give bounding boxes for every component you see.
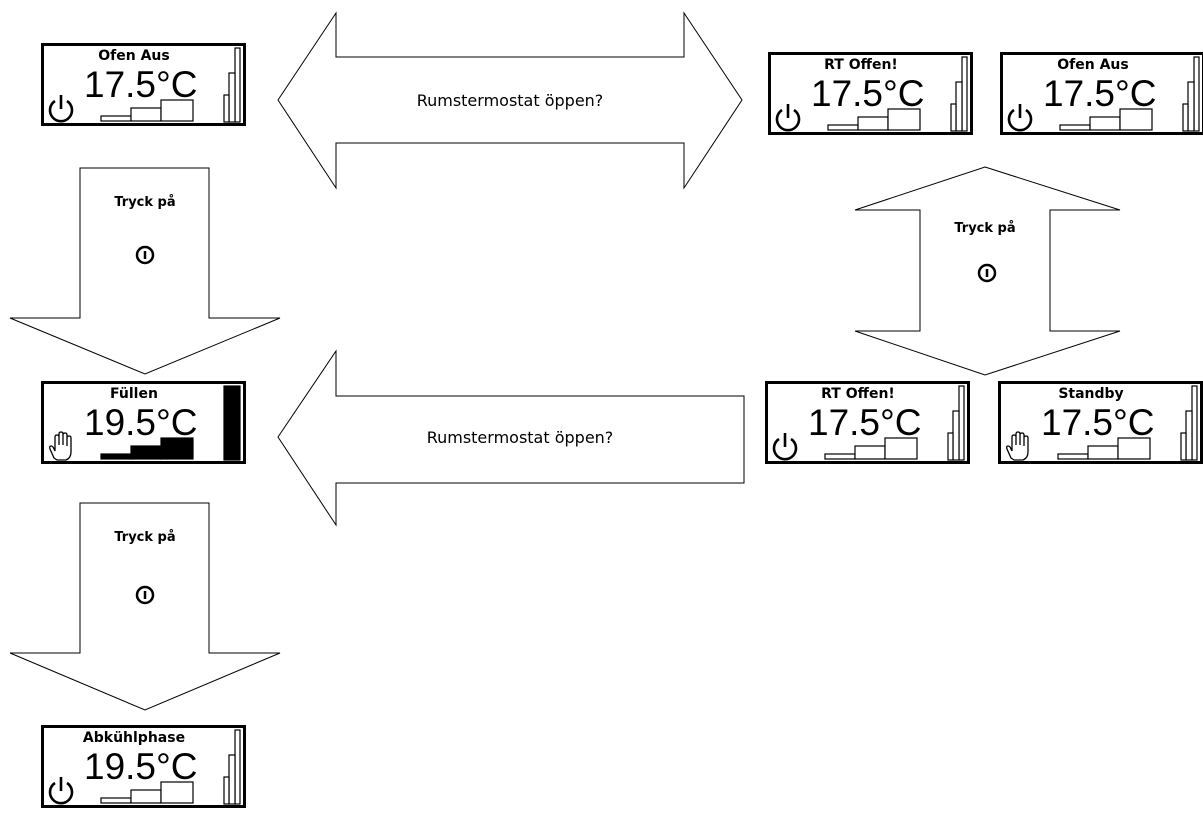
screen-title: Ofen Aus <box>1057 57 1129 73</box>
fill-level-gauge <box>223 47 241 123</box>
power-icon <box>1004 101 1036 132</box>
hand-icon <box>1002 430 1034 461</box>
power-level-bars <box>100 94 220 122</box>
power-level-bars <box>1059 103 1179 131</box>
screen-title: Abkühlphase <box>82 730 186 746</box>
down-arrow-2-label: Tryck på <box>114 530 175 545</box>
temperature-readout: 17.5°C <box>84 64 198 105</box>
down-arrow-1-label: Tryck på <box>114 195 175 210</box>
power-level-bars <box>824 432 944 460</box>
power-icon <box>772 101 804 132</box>
down-arrow-2 <box>9 502 281 711</box>
display-rt-offen: RT Offen!17.5°C <box>765 381 970 464</box>
power-level-bars <box>827 103 947 131</box>
temperature-readout: 17.5°C <box>1041 402 1155 443</box>
fill-level-gauge <box>223 385 241 461</box>
fill-level-gauge <box>223 729 241 805</box>
screen-title: RT Offen! <box>824 57 898 73</box>
screen-title: RT Offen! <box>821 386 895 402</box>
middle-left-arrow <box>277 349 745 527</box>
right-arrow-label: Tryck på <box>954 221 1015 236</box>
power-level-bars <box>1057 432 1177 460</box>
top-double-arrow <box>277 11 743 190</box>
power-icon <box>45 92 77 123</box>
screen-title: Füllen <box>110 386 158 402</box>
power-button-icon <box>135 245 155 265</box>
fill-level-gauge <box>950 56 968 132</box>
temperature-readout: 17.5°C <box>811 73 925 114</box>
hand-icon <box>45 430 77 461</box>
power-button-icon <box>135 585 155 605</box>
power-icon <box>45 774 77 805</box>
fill-level-gauge <box>1182 56 1200 132</box>
screen-title: Standby <box>1058 386 1124 402</box>
middle-arrow-label: Rumstermostat öppen? <box>427 428 614 447</box>
display-rt-offen: RT Offen!17.5°C <box>768 52 973 135</box>
temperature-readout: 19.5°C <box>84 402 198 443</box>
power-icon <box>769 430 801 461</box>
screen-title: Ofen Aus <box>98 48 170 64</box>
top-arrow-label: Rumstermostat öppen? <box>417 91 604 110</box>
fill-level-gauge <box>947 385 965 461</box>
temperature-readout: 17.5°C <box>1043 73 1157 114</box>
temperature-readout: 17.5°C <box>808 402 922 443</box>
temperature-readout: 19.5°C <box>84 746 198 787</box>
power-button-icon <box>977 263 997 283</box>
power-level-bars <box>100 432 220 460</box>
fill-level-gauge <box>1180 385 1198 461</box>
down-arrow-1 <box>9 167 281 375</box>
power-level-bars <box>100 776 220 804</box>
